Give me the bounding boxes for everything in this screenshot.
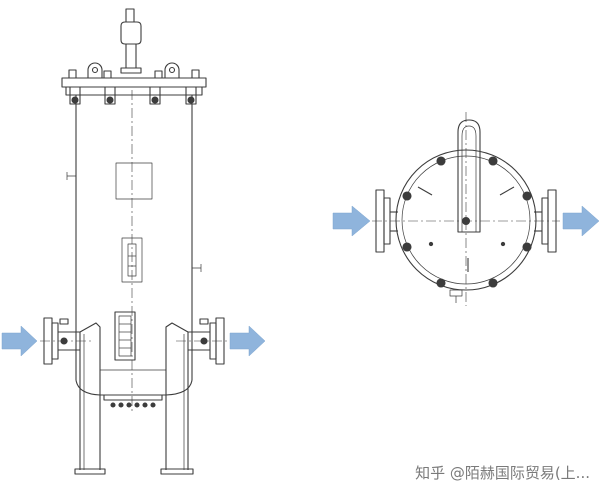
leg-foot-pad	[160, 468, 194, 475]
sight-glass-window	[118, 315, 132, 357]
top-outlet-flange-neck	[541, 197, 549, 245]
drain-bolt	[118, 402, 124, 408]
top-outlet-flow-arrow-icon	[562, 205, 600, 237]
cover-inner-circle	[401, 155, 531, 285]
sight-glass-frame	[114, 311, 136, 361]
top-view	[372, 112, 560, 306]
top-drain-detail	[449, 289, 463, 303]
clamp-bolt	[187, 96, 195, 104]
clamp-bolt	[151, 96, 159, 104]
leg-foot-pad	[74, 468, 106, 475]
top-inlet-flange-neck	[383, 197, 391, 245]
cover-clamps	[69, 86, 197, 105]
drain-bolt	[134, 402, 140, 408]
inlet-flow-arrow-icon	[1, 325, 38, 357]
drain-plate	[103, 394, 163, 401]
clamp	[185, 86, 197, 105]
cover-bolt	[522, 242, 532, 252]
drain-bolt	[150, 402, 156, 408]
center-bolt	[461, 216, 471, 226]
support-leg-right	[160, 322, 194, 475]
clamp-bolt	[106, 96, 114, 104]
front-view	[40, 8, 228, 475]
drain-bolt	[126, 402, 132, 408]
inlet-tab	[59, 318, 69, 325]
lug-plate	[164, 62, 180, 78]
drain-bolt	[110, 402, 116, 408]
cover-bolt	[436, 156, 446, 166]
cover-nut	[154, 70, 163, 79]
bottom-head	[75, 379, 193, 396]
level-gauge	[121, 237, 143, 283]
side-mark-right	[192, 264, 202, 272]
outlet-bolt	[200, 337, 208, 345]
level-gauge-glass	[127, 243, 137, 277]
lug-hole	[168, 66, 176, 74]
sight-glass	[114, 311, 136, 361]
cover-nut	[103, 70, 112, 79]
inlet-nozzle	[40, 317, 92, 365]
lug-plate	[87, 62, 103, 78]
top-inlet-flow-arrow-icon	[332, 205, 371, 237]
clamp	[104, 86, 116, 105]
cover-bolt	[436, 278, 446, 288]
leg-outline	[79, 322, 101, 470]
vent-pipe	[125, 43, 137, 69]
outlet-nozzle	[176, 317, 228, 365]
cover-outer-circle	[395, 149, 537, 291]
lifting-lug-right	[164, 62, 180, 78]
nameplate	[115, 162, 153, 200]
top-vent-valve	[120, 8, 142, 74]
leg-outline	[165, 322, 189, 470]
cover-bolt	[402, 242, 412, 252]
lug-mark-right	[499, 186, 515, 196]
vessel-shell	[75, 95, 193, 396]
vent-handle	[125, 8, 135, 23]
clamp-bolt	[71, 96, 79, 104]
level-gauge-frame	[121, 237, 143, 283]
cover-plate	[61, 77, 207, 88]
outlet-tab	[199, 318, 209, 325]
outlet-flange-neck	[209, 322, 217, 360]
lug-hole	[91, 66, 99, 74]
support-leg-left	[74, 322, 106, 475]
cover-bolt	[402, 191, 412, 201]
drain-bolt	[142, 402, 148, 408]
cover-bolt	[488, 156, 498, 166]
watermark: 知乎 @陌赫国际贸易(上...	[415, 464, 590, 482]
cover-bolt	[522, 191, 532, 201]
lifting-lug-left	[87, 62, 103, 78]
outlet-flow-arrow-icon	[229, 325, 266, 357]
inlet-flange-neck	[51, 322, 59, 360]
cover-hole	[500, 241, 506, 247]
cover-bolt	[488, 278, 498, 288]
vent-pipe-inner	[461, 125, 477, 232]
inlet-bolt	[60, 337, 68, 345]
vent-valve-body	[120, 21, 142, 45]
lug-mark-left	[417, 186, 433, 196]
clamp	[69, 86, 81, 105]
side-mark-left	[66, 172, 76, 180]
top-inlet-nozzle	[375, 189, 398, 253]
drain-tab	[449, 289, 463, 297]
vent-base-plate	[120, 67, 142, 74]
drain-assembly	[103, 394, 163, 408]
clamp	[149, 86, 161, 105]
cover-hole	[428, 241, 434, 247]
top-vent-pipe	[457, 119, 481, 233]
top-outlet-nozzle	[534, 189, 557, 253]
cover-flange	[65, 86, 203, 96]
cover-nut	[68, 69, 77, 79]
cover-nut	[191, 69, 200, 79]
vent-pipe-outer	[457, 119, 481, 233]
cover-bolt-circle	[402, 156, 532, 288]
